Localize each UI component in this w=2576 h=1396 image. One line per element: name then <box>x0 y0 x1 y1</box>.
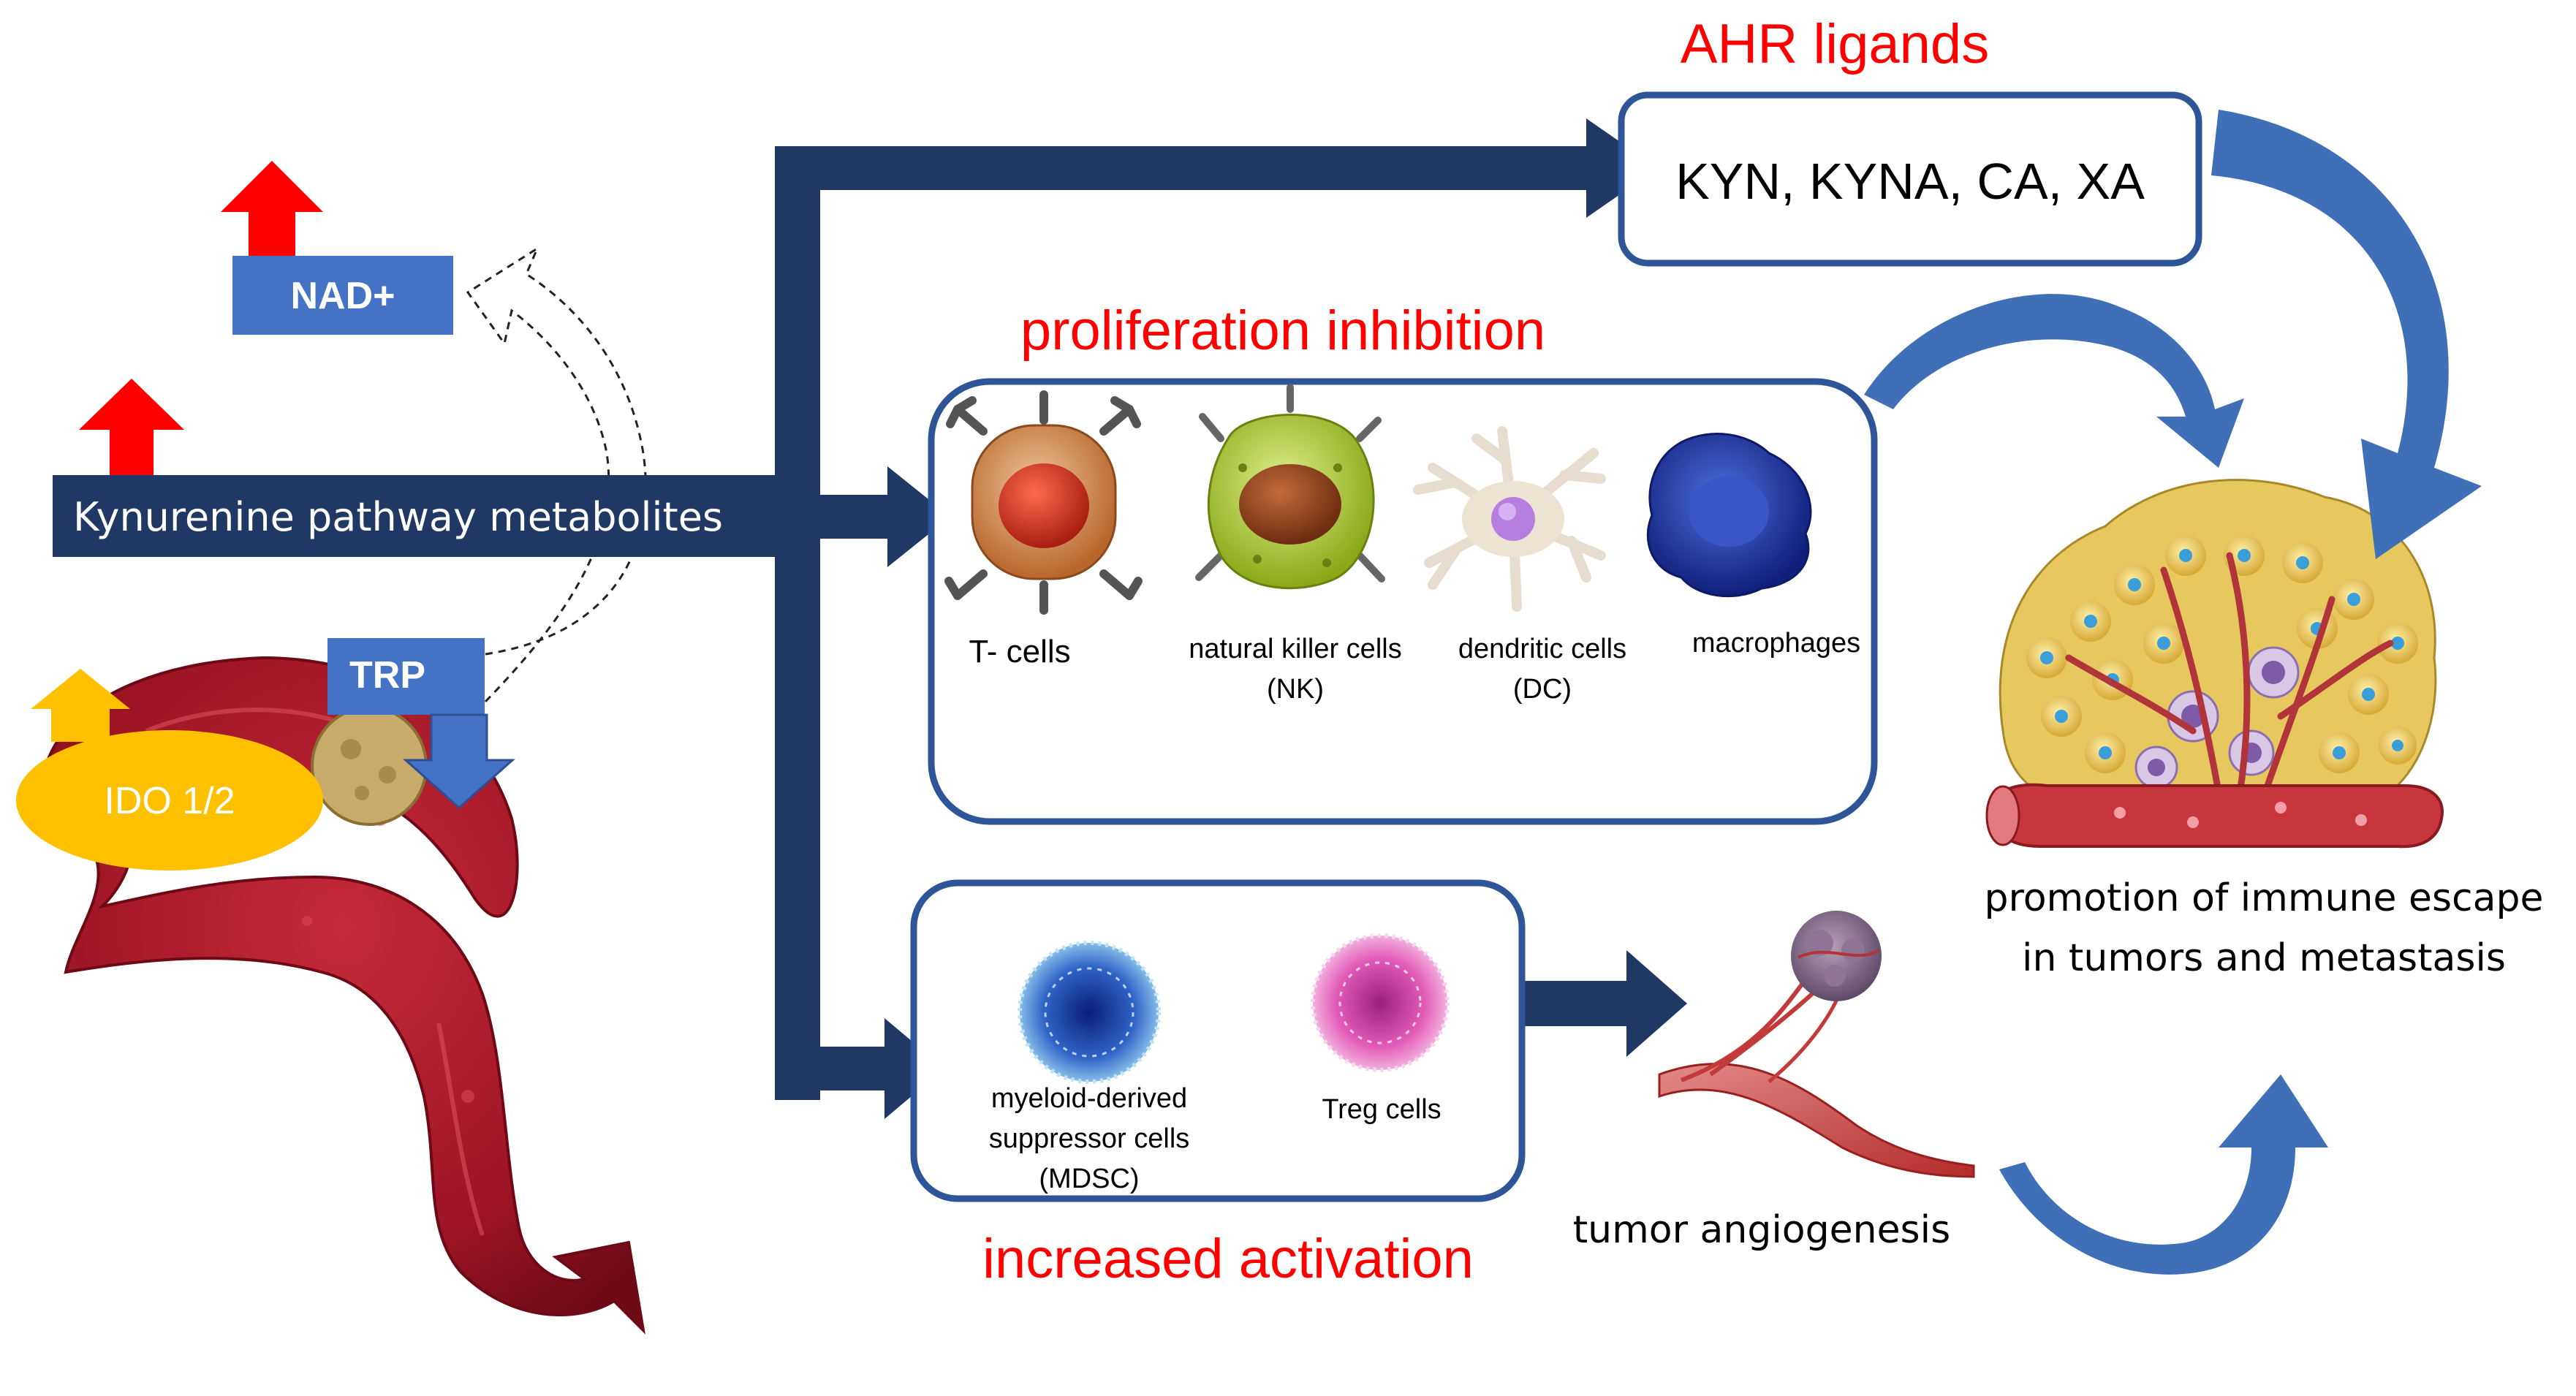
proliferation-box <box>928 378 1878 825</box>
angiogenesis-image <box>1658 911 1975 1178</box>
kynurenine-text: Kynurenine pathway metabolites <box>73 494 723 540</box>
dendritic-cell-image <box>1413 426 1606 612</box>
dc-label-1: dendritic cells <box>1458 634 1626 664</box>
activation-title: increased activation <box>982 1228 1474 1290</box>
ahr-box: KYN, KYNA, CA, XA <box>1618 91 2202 267</box>
macrophage-image <box>1646 433 1812 598</box>
curved-arrow-ahr <box>2211 110 2482 559</box>
nad-text: NAD+ <box>290 275 395 317</box>
nk-label-1: natural killer cells <box>1189 634 1401 664</box>
mdsc-label-1: myeloid-derived <box>991 1083 1187 1114</box>
nk-cell-image <box>1195 384 1385 590</box>
immune-escape-label-1: promotion of immune escape <box>1984 876 2543 920</box>
nad-box: NAD+ <box>221 161 453 335</box>
mdsc-label-2: suppressor cells <box>989 1123 1190 1154</box>
navy-branch-arrows <box>775 118 1687 1119</box>
mdsc-label-3: (MDSC) <box>1039 1164 1139 1194</box>
ahr-list: KYN, KYNA, CA, XA <box>1675 153 2145 210</box>
immune-escape-label-2: in tumors and metastasis <box>2022 936 2506 980</box>
t-cell-image <box>944 390 1143 615</box>
t-cell-label: T- cells <box>969 634 1070 669</box>
tumor-metastasis-image <box>1985 479 2444 849</box>
trp-box: TRP <box>327 638 515 810</box>
curved-arrow-proliferation <box>1864 294 2244 468</box>
treg-cell-image <box>1311 933 1450 1072</box>
angiogenesis-label: tumor angiogenesis <box>1573 1208 1950 1252</box>
tumor-lump <box>311 706 428 826</box>
ido-label: IDO 1/2 <box>16 669 323 870</box>
trp-text: TRP <box>349 654 425 697</box>
kynurenine-box: Kynurenine pathway metabolites <box>53 379 784 557</box>
nk-label-2: (NK) <box>1267 674 1324 705</box>
ido-text: IDO 1/2 <box>104 780 235 822</box>
ahr-title: AHR ligands <box>1681 13 1989 75</box>
macrophages-label: macrophages <box>1692 628 1860 659</box>
treg-label: Treg cells <box>1322 1094 1441 1125</box>
dc-label-2: (DC) <box>1513 674 1572 705</box>
mdsc-cell-image <box>1018 941 1161 1084</box>
curved-arrow-angiogenesis <box>1999 1074 2328 1275</box>
proliferation-title: proliferation inhibition <box>1020 300 1545 362</box>
